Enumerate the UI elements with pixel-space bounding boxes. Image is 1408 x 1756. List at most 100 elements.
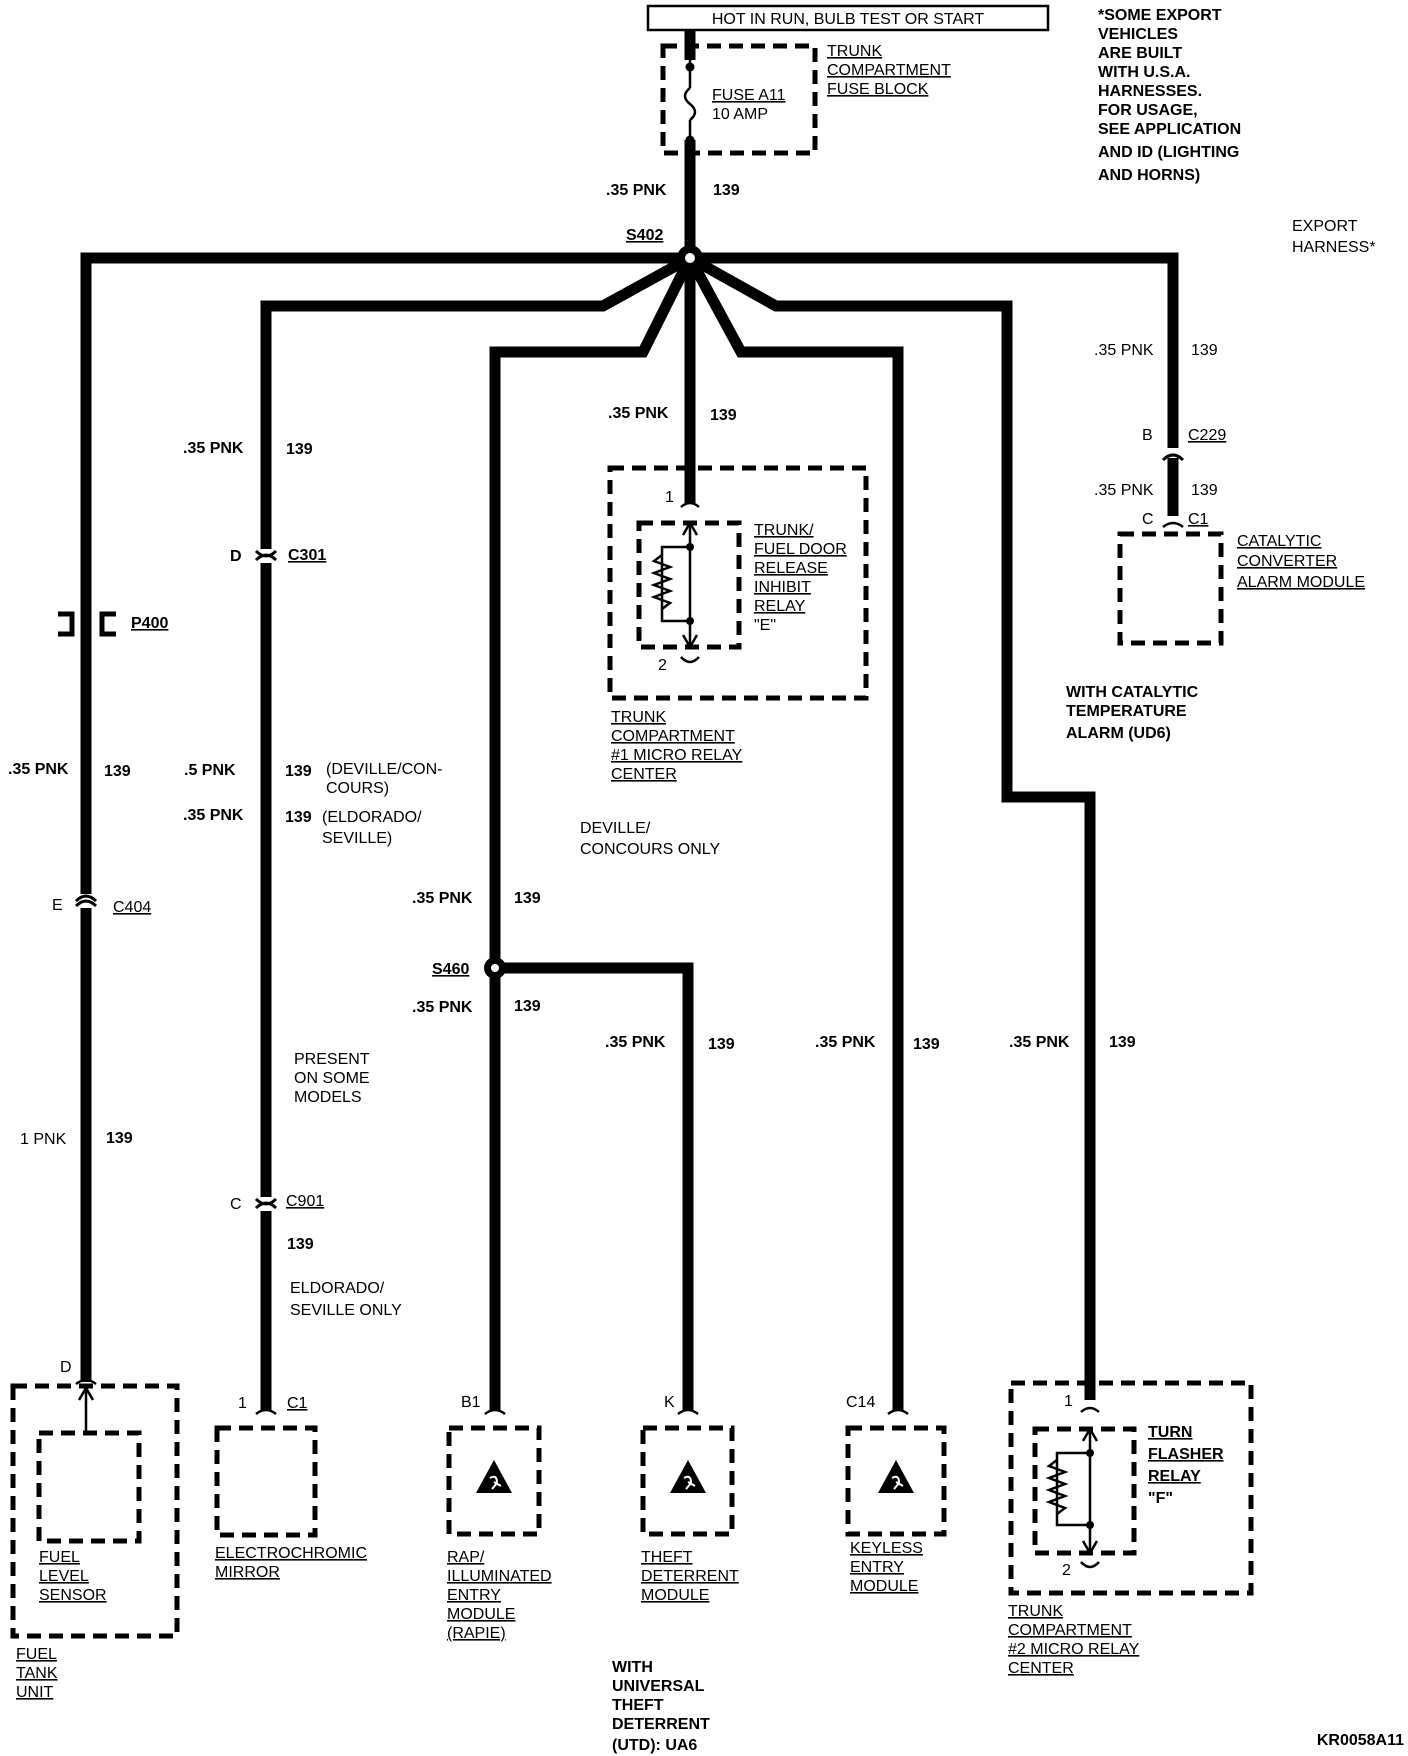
theft-pin-k: K — [664, 1394, 675, 1411]
branch-theft — [495, 962, 694, 1410]
relay-e-label-2: FUEL DOOR — [754, 541, 847, 558]
rapie-esd-icon — [475, 1459, 513, 1494]
circuit-label-keyless: 139 — [913, 1036, 940, 1053]
micro-relay-1-label-1: TRUNK — [611, 709, 666, 726]
fuse-icon — [683, 87, 697, 121]
relay-e-label-6: "E" — [754, 617, 776, 634]
rapie-module-box — [446, 1425, 542, 1537]
export-harness-2: HARNESS* — [1292, 239, 1376, 256]
cat-module-label-1: CATALYTIC — [1237, 533, 1321, 550]
connector-c901 — [254, 1197, 278, 1211]
connector-c404-pin: E — [52, 897, 63, 914]
cat-connector-c1: C1 — [1188, 511, 1209, 528]
wire-label-mirror-3: .35 PNK — [183, 807, 244, 824]
circuit-label-cat-1: 139 — [1191, 342, 1218, 359]
branch-relay-f — [687, 253, 1096, 1400]
mirror-box — [214, 1425, 318, 1538]
micro-relay-1-label-3: #1 MICRO RELAY — [611, 747, 743, 764]
wire-label-cat-1: .35 PNK — [1094, 342, 1154, 359]
theft-esd-icon — [669, 1459, 707, 1494]
micro-relay-2-label-2: COMPARTMENT — [1008, 1622, 1132, 1639]
catalytic-note-2: TEMPERATURE — [1066, 703, 1187, 720]
micro-relay-2-label-1: TRUNK — [1008, 1603, 1063, 1620]
theft-label-2: DETERRENT — [641, 1568, 739, 1585]
export-note-9: AND HORNS) — [1098, 167, 1200, 184]
utd-note-3: THEFT — [612, 1697, 664, 1714]
rapie-pin-b1: B1 — [461, 1394, 481, 1411]
fuse-rating: 10 AMP — [712, 106, 768, 123]
keyless-esd-icon — [877, 1459, 915, 1494]
utd-note-1: WITH — [612, 1659, 653, 1676]
circuit-label-cat-2: 139 — [1191, 482, 1218, 499]
wire-label-mirror-2: .5 PNK — [184, 762, 236, 779]
fuel-level-sensor-box — [36, 1430, 142, 1544]
rapie-label-5: (RAPIE) — [447, 1625, 506, 1642]
wire-label-relay-f: .35 PNK — [1009, 1034, 1070, 1051]
fuse-block-label-3: FUSE BLOCK — [827, 81, 929, 98]
connector-c901-pin: C — [230, 1196, 242, 1213]
cat-module-label-2: CONVERTER — [1237, 553, 1337, 570]
rapie-label-3: ENTRY — [447, 1587, 501, 1604]
export-note-4: WITH U.S.A. — [1098, 64, 1190, 81]
relay-e-label-1: TRUNK/ — [754, 522, 814, 539]
relay-e-pin-1: 1 — [665, 489, 674, 506]
export-note-2: VEHICLES — [1098, 26, 1178, 43]
relay-e-label-5: RELAY — [754, 598, 806, 615]
wire-label-fuel-2: 1 PNK — [20, 1131, 67, 1148]
theft-label-3: MODULE — [641, 1587, 709, 1604]
relay-f-label-1: TURN — [1148, 1424, 1192, 1441]
deville-only-note-1: DEVILLE/ — [580, 820, 651, 837]
branch-rapie — [489, 255, 695, 1410]
mirror-connector-c1: C1 — [287, 1395, 308, 1412]
keyless-pin-c14: C14 — [846, 1394, 875, 1411]
branch-mirror — [260, 253, 693, 1410]
keyless-module-box — [845, 1425, 947, 1537]
wire-label-rapie-2: .35 PNK — [412, 999, 473, 1016]
relay-e-label-3: RELEASE — [754, 560, 828, 577]
theft-label-1: THEFT — [641, 1549, 693, 1566]
relay-f-coil-icon — [1045, 1459, 1069, 1515]
relay-e-pin-2: 2 — [658, 657, 667, 674]
wire-label-theft: .35 PNK — [605, 1034, 666, 1051]
note-deville-concours-2: COURS) — [326, 780, 389, 797]
mirror-pin-1: 1 — [238, 1395, 247, 1412]
keyless-label-2: ENTRY — [850, 1559, 904, 1576]
export-note-6: FOR USAGE, — [1098, 102, 1198, 119]
connector-c901-label: C901 — [286, 1193, 324, 1210]
connector-c229-label: C229 — [1188, 427, 1226, 444]
bus-fuel-tank — [80, 252, 690, 1382]
branch-keyless — [685, 255, 904, 1410]
note-present-3: MODELS — [294, 1089, 362, 1106]
cat-module-box — [1117, 531, 1224, 646]
mirror-label-1: ELECTROCHROMIC — [215, 1545, 367, 1562]
connector-c301-label: C301 — [288, 547, 326, 564]
catalytic-note-3: ALARM (UD6) — [1066, 725, 1171, 742]
connector-c404-label: C404 — [113, 899, 151, 916]
fuel-tank-unit-box — [10, 1383, 180, 1639]
fuel-tank-label-2: TANK — [16, 1665, 58, 1682]
wire-label-fuel-1: .35 PNK — [8, 761, 69, 778]
power-source-box — [646, 4, 1050, 32]
cat-module-label-3: ALARM MODULE — [1237, 574, 1365, 591]
relay-f-box — [1032, 1426, 1137, 1556]
micro-relay-2-label-3: #2 MICRO RELAY — [1008, 1641, 1140, 1658]
export-harness-1: EXPORT — [1292, 218, 1358, 235]
note-eldorado-only-2: SEVILLE ONLY — [290, 1302, 402, 1319]
theft-module-box — [640, 1425, 735, 1537]
wire-label-relay-e: .35 PNK — [608, 405, 669, 422]
keyless-label-3: MODULE — [850, 1578, 918, 1595]
fuse-block-boundary — [660, 43, 818, 156]
relay-f-label-2: FLASHER — [1148, 1446, 1224, 1463]
bus-cat-converter — [690, 252, 1179, 448]
diagram-code: KR0058A11 — [1317, 1732, 1404, 1749]
circuit-label-theft: 139 — [708, 1036, 735, 1053]
keyless-label-1: KEYLESS — [850, 1540, 923, 1557]
export-note-5: HARNESSES. — [1098, 83, 1202, 100]
utd-note-5: (UTD): UA6 — [612, 1737, 697, 1754]
deville-only-note-2: CONCOURS ONLY — [580, 841, 720, 858]
circuit-label-fuel-2: 139 — [106, 1130, 133, 1147]
circuit-label-rapie-1: 139 — [514, 890, 541, 907]
connector-c404 — [74, 894, 98, 908]
wire-label-cat-2: .35 PNK — [1094, 482, 1154, 499]
